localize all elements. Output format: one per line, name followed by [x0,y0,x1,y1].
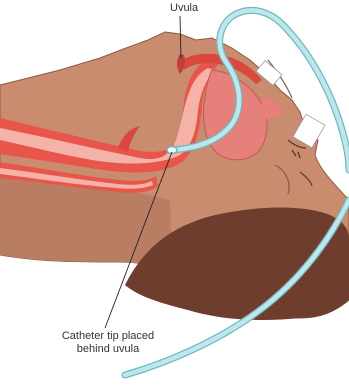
catheter-tip-label-line2: behind uvula [38,343,178,356]
uvula-label: Uvula [170,2,198,15]
catheter-tip-label-line1: Catheter tip placed [38,330,178,343]
catheter-tip-label: Catheter tip placed behind uvula [38,330,178,356]
